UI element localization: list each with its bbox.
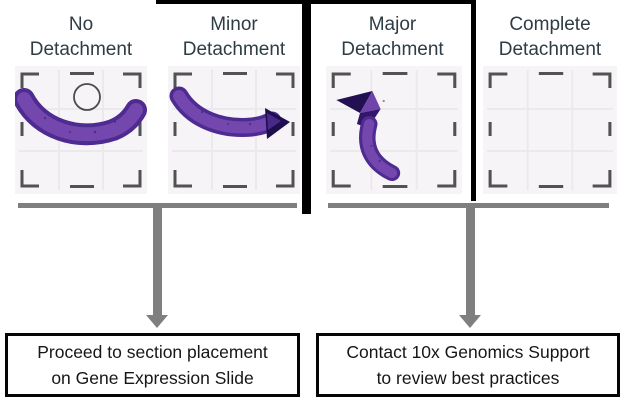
tissue-tail-inner bbox=[362, 119, 398, 178]
down-arrow-proceed bbox=[153, 203, 162, 315]
slide-corner-marks bbox=[173, 72, 295, 188]
slide-image-no-detachment bbox=[15, 66, 147, 194]
down-arrow-contact bbox=[466, 203, 475, 315]
top-bracket-line bbox=[156, 0, 474, 4]
category-label-minor-detachment: Minor Detachment bbox=[159, 12, 309, 62]
intact-tissue-illustration bbox=[15, 70, 147, 190]
slide-corner-marks bbox=[20, 72, 142, 188]
empty-slide-illustration bbox=[487, 70, 613, 190]
outcome-box-proceed: Proceed to section placement on Gene Exp… bbox=[5, 333, 300, 397]
folded-edge-tissue-illustration bbox=[169, 70, 296, 190]
tissue-speckles bbox=[43, 116, 116, 134]
label-line: No bbox=[68, 14, 94, 35]
category-label-no-detachment: No Detachment bbox=[5, 12, 157, 62]
label-line: Detachment bbox=[341, 39, 444, 60]
slide-corner-marks bbox=[488, 72, 612, 188]
down-arrow-head-contact bbox=[459, 315, 481, 328]
slide-image-minor-detachment bbox=[168, 66, 300, 194]
tissue-speckles bbox=[370, 99, 385, 163]
tissue-band-inner bbox=[17, 92, 143, 142]
annotation-circle bbox=[73, 83, 101, 111]
slide-image-major-detachment bbox=[326, 66, 462, 194]
tissue-speckles bbox=[200, 110, 252, 126]
label-line: Minor bbox=[210, 14, 258, 35]
label-line: Detachment bbox=[182, 39, 286, 60]
crumpled-fold-dark-top bbox=[336, 91, 373, 113]
slide-corner-marks bbox=[331, 72, 457, 188]
right-bracket-line bbox=[471, 0, 476, 201]
outcome-text-line: to review best practices bbox=[376, 368, 560, 388]
outcome-text-line: on Gene Expression Slide bbox=[51, 368, 254, 388]
label-line: Major bbox=[368, 14, 417, 35]
slide-image-complete-detachment bbox=[483, 66, 617, 194]
category-label-complete-detachment: Complete Detachment bbox=[475, 12, 625, 62]
outcome-text-line: Proceed to section placement bbox=[37, 342, 268, 362]
center-divider-line bbox=[302, 0, 311, 214]
folded-corner-highlight bbox=[267, 113, 281, 130]
label-line: Detachment bbox=[498, 39, 602, 60]
crumpled-fold-mid bbox=[360, 91, 381, 113]
outcome-text-line: Contact 10x Genomics Support bbox=[346, 342, 590, 362]
label-line: Complete bbox=[509, 14, 591, 35]
category-label-major-detachment: Major Detachment bbox=[317, 12, 468, 62]
down-arrow-head-proceed bbox=[146, 315, 168, 328]
slide-seam-lines bbox=[487, 70, 613, 190]
label-line: Detachment bbox=[29, 39, 133, 60]
outcome-box-contact: Contact 10x Genomics Support to review b… bbox=[316, 333, 620, 397]
crumpled-tissue-illustration bbox=[330, 70, 458, 190]
